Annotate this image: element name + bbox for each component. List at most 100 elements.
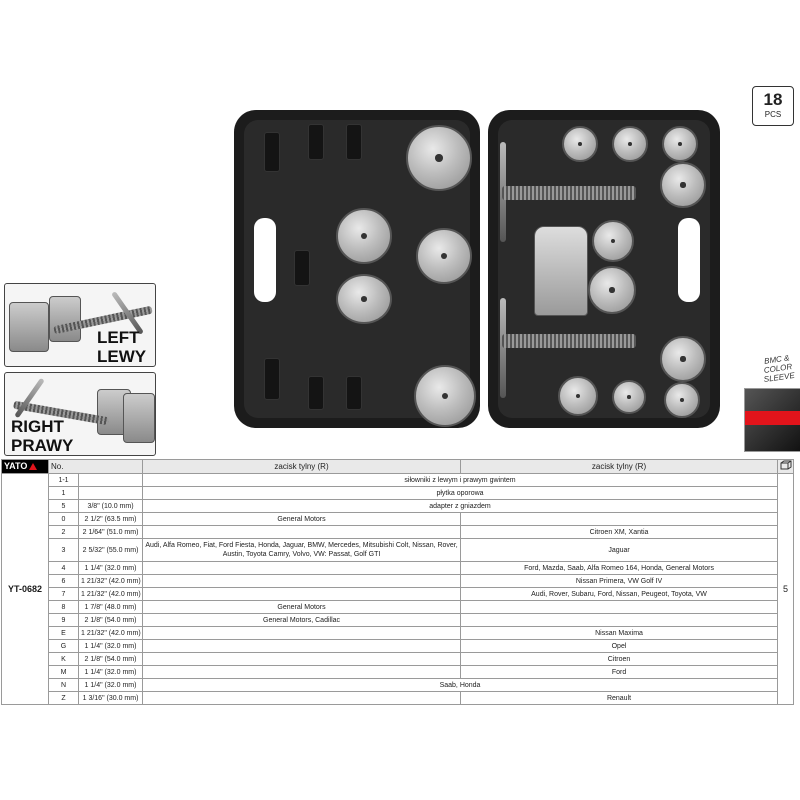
- header-no: No.: [47, 459, 144, 474]
- row-number: 4: [48, 561, 79, 575]
- case-handle-slot: [678, 218, 700, 302]
- row-right-caliper-cars: Nissan Primera, VW Golf IV: [460, 574, 779, 588]
- piston-adapter-disc: [662, 126, 698, 162]
- row-number: E: [48, 626, 79, 640]
- row-number: 5: [48, 499, 79, 513]
- caliper-block: [9, 302, 49, 352]
- piece-count: 18: [763, 90, 783, 109]
- row-size: 2 5/32" (55.0 mm): [77, 538, 144, 562]
- row-left-caliper-cars: [142, 691, 462, 705]
- row-right-caliper-cars: Jaguar: [460, 538, 779, 562]
- threaded-spindle: [502, 186, 636, 200]
- row-left-caliper-cars: General Motors: [142, 512, 462, 526]
- brand-name: YATO: [4, 461, 28, 471]
- row-size: 2 1/2" (63.5 mm): [77, 512, 144, 526]
- caliper-block: [49, 296, 81, 342]
- row-size: 1 1/4" (32.0 mm): [77, 678, 144, 692]
- row-size: 1 21/32" (42.0 mm): [77, 574, 144, 588]
- piston-adapter-disc: [336, 208, 392, 264]
- row-left-caliper-cars: [142, 652, 462, 666]
- row-size: 1 21/32" (42.0 mm): [77, 587, 144, 601]
- row-left-caliper-cars: General Motors: [142, 600, 462, 614]
- tray-slot: [264, 132, 280, 172]
- piston-adapter-disc: [660, 162, 706, 208]
- row-left-caliper-cars: [142, 587, 462, 601]
- piston-adapter-disc: [612, 126, 648, 162]
- row-right-caliper-cars: [460, 600, 779, 614]
- row-size: 1 1/4" (32.0 mm): [77, 665, 144, 679]
- piston-adapter-disc: [592, 220, 634, 262]
- tray-slot: [308, 376, 324, 410]
- table-header-row: YATO No. zacisk tylny (R) zacisk tylny (…: [1, 459, 795, 474]
- row-number: 1: [48, 486, 79, 500]
- row-right-caliper-cars: Nissan Maxima: [460, 626, 779, 640]
- row-left-caliper-cars: [142, 561, 462, 575]
- tool-label-left-en: LEFT: [97, 328, 140, 347]
- row-description: adapter z gniazdem: [142, 499, 779, 513]
- color-sleeve-box: [744, 388, 800, 452]
- row-number: 0: [48, 512, 79, 526]
- tray-slot: [308, 124, 324, 160]
- row-left-caliper-cars: [142, 574, 462, 588]
- row-left-caliper-cars: Audi, Alfa Romeo, Fiat, Ford Fiesta, Hon…: [142, 538, 462, 562]
- row-number: G: [48, 639, 79, 653]
- pack-quantity: 5: [777, 473, 795, 705]
- row-left-caliper-cars: [142, 525, 462, 539]
- tool-label-right-en: RIGHT: [11, 417, 64, 436]
- row-description: płytka oporowa: [142, 486, 779, 500]
- case-right-half: [488, 110, 720, 428]
- thrust-plate: [534, 226, 588, 316]
- row-right-caliper-cars: Ford, Mazda, Saab, Alfa Romeo 164, Honda…: [460, 561, 779, 575]
- piston-adapter-disc: [660, 336, 706, 382]
- header-right-caliper: zacisk tylny (R): [460, 459, 779, 474]
- piston-adapter-disc: [414, 365, 476, 427]
- header-left-caliper: zacisk tylny (R): [142, 459, 462, 474]
- box-icon: [780, 460, 792, 470]
- row-number: 9: [48, 613, 79, 627]
- tool-label-left: LEFT LEWY: [97, 328, 146, 366]
- table-row: 1 płytka oporowa: [2, 486, 794, 500]
- header-box-icon: [777, 459, 795, 474]
- specification-table: YATO No. zacisk tylny (R) zacisk tylny (…: [1, 459, 795, 705]
- row-size: 1 7/8" (48.0 mm): [77, 600, 144, 614]
- piston-adapter-disc: [588, 266, 636, 314]
- product-photo: 18 PCS LEFT LEWY RIGHT PRAWY BMC & COLOR…: [4, 86, 800, 456]
- row-number: 1-1: [48, 473, 79, 487]
- row-left-caliper-cars: [142, 665, 462, 679]
- piston-adapter-disc: [406, 125, 472, 191]
- row-description: siłowniki z lewym i prawym gwintem: [142, 473, 779, 487]
- left-thread-tool-illustration: LEFT LEWY: [4, 283, 156, 367]
- piston-adapter-disc: [416, 228, 472, 284]
- threaded-spindle: [502, 334, 636, 348]
- case-handle-slot: [254, 218, 276, 302]
- piece-count-badge: 18 PCS: [752, 86, 794, 126]
- piston-adapter-disc: [664, 382, 700, 418]
- row-number: M: [48, 665, 79, 679]
- tray-slot: [346, 376, 362, 410]
- piston-adapter-disc: [558, 376, 598, 416]
- row-size: [77, 473, 144, 487]
- row-right-caliper-cars: [460, 613, 779, 627]
- row-right-caliper-cars: Audi, Rover, Subaru, Ford, Nissan, Peuge…: [460, 587, 779, 601]
- piston-adapter-disc: [612, 380, 646, 414]
- product-code: YT-0682: [1, 473, 49, 705]
- row-right-caliper-cars: Citroen: [460, 652, 779, 666]
- piece-unit: PCS: [764, 110, 782, 119]
- row-description: Saab, Honda: [142, 678, 779, 692]
